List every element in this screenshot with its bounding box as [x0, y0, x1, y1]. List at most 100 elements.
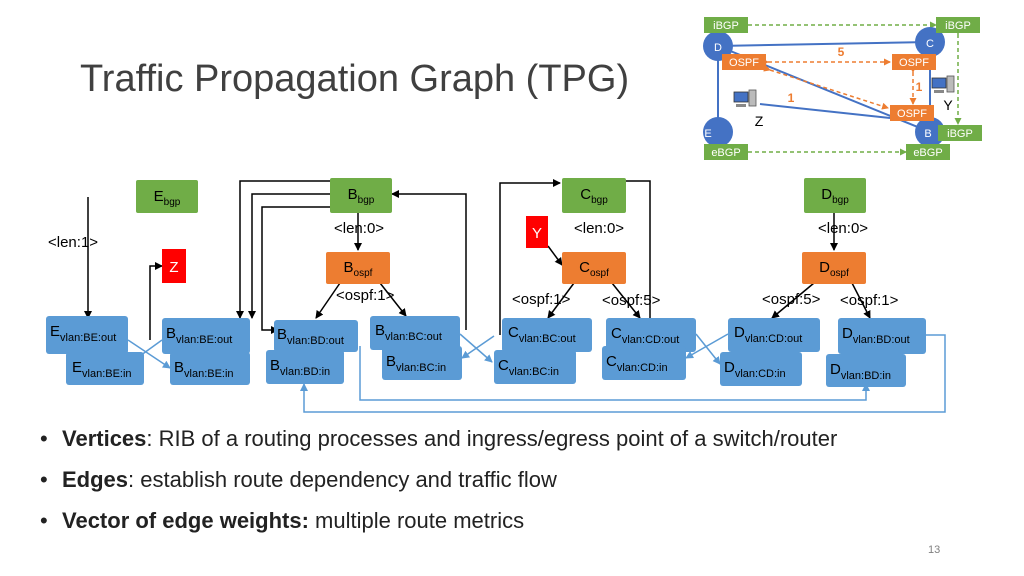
- bullet-dot: •: [40, 426, 48, 451]
- tag-ibgp-b-text: iBGP: [947, 128, 973, 140]
- node-b-bgp: [330, 178, 392, 213]
- node-b-vlan-bc-out-label: Bvlan:BC:out: [375, 322, 442, 343]
- edge-bbgp-to-b-bd-out: [248, 193, 330, 319]
- tag-ebgp-b: [906, 144, 950, 160]
- computer-icon: [931, 75, 955, 93]
- link-d-c: [717, 41, 931, 47]
- node-d-vlan-bd-out-label: Dvlan:BD:out: [842, 325, 910, 346]
- tpg-nodes: Ebgp Bbgp Cbgp Dbgp Bospf Cospf Dospf Z …: [46, 178, 926, 387]
- node-c-bgp-label: Cbgp: [580, 186, 608, 206]
- node-c-ospf: [562, 252, 626, 284]
- node-y-label: Y: [532, 225, 542, 242]
- flow-d-cd-out-to-c-in: [685, 333, 729, 359]
- label-c-ospf5: <ospf:5>: [602, 292, 661, 309]
- node-z: [162, 249, 186, 283]
- router-e-label: E: [704, 128, 711, 140]
- edge-binbe-to-z: [149, 262, 163, 340]
- edge-bbgp-to-b-be-out: [236, 180, 330, 319]
- label-c-ospf1: <ospf:1>: [512, 291, 571, 308]
- node-d-vlan-bd-out: [838, 318, 926, 354]
- node-c-bgp: [562, 178, 626, 213]
- label-e-len1: <len:1>: [48, 234, 98, 251]
- node-d-vlan-bd-in-label: Dvlan:BD:in: [830, 361, 891, 382]
- router-b: [915, 117, 945, 147]
- tag-ebgp-e: [704, 144, 748, 160]
- flow-c-bc-out-to-b-in: [461, 335, 495, 359]
- router-e: [703, 117, 733, 147]
- bullet-vertices: • Vertices: RIB of a routing processes an…: [40, 424, 837, 465]
- node-b-vlan-bd-out: [274, 320, 358, 352]
- node-e-bgp-label: Ebgp: [154, 188, 181, 208]
- host-y-label: Y: [943, 97, 953, 113]
- node-y: [526, 216, 548, 248]
- node-b-bgp-label: Bbgp: [348, 186, 375, 206]
- flow-b-bd-out-to-d-bd-in: [359, 346, 870, 401]
- node-b-vlan-bd-in-label: Bvlan:BD:in: [270, 357, 330, 378]
- tag-ebgp-b-text: eBGP: [913, 147, 942, 159]
- label-b-ospf1: <ospf:1>: [336, 287, 395, 304]
- node-b-vlan-bc-in-label: Bvlan:BC:in: [386, 353, 446, 374]
- node-b-vlan-bd-out-label: Bvlan:BD:out: [277, 326, 344, 347]
- edge-y-to-cospf: [547, 245, 563, 266]
- edge-cospf-to-c-bc-out: [547, 282, 575, 319]
- bullet-weights: •Vector of edge weights: multiple route …: [40, 506, 837, 547]
- node-c-vlan-bc-out-label: Cvlan:BC:out: [508, 324, 576, 345]
- bullet-dot: •: [40, 508, 48, 533]
- tag-ospf-b: [890, 105, 934, 121]
- edge-c-bc-out-to-cbgp: [499, 179, 561, 335]
- bullet-dot: •: [40, 467, 48, 492]
- node-d-vlan-cd-out-label: Dvlan:CD:out: [734, 324, 802, 345]
- node-b-vlan-be-out-label: Bvlan:BE:out: [166, 325, 232, 346]
- node-e-vlan-be-out: [46, 316, 128, 354]
- label-c-len0: <len:0>: [574, 220, 624, 237]
- tpg-blue-edges: [125, 333, 946, 413]
- node-c-vlan-cd-in-label: Cvlan:CD:in: [606, 353, 668, 374]
- node-e-vlan-be-in-label: Evlan:BE:in: [72, 359, 132, 380]
- node-c-vlan-cd-out-label: Cvlan:CD:out: [611, 325, 679, 346]
- node-b-vlan-be-out: [162, 318, 250, 354]
- bullet-list: • Vertices: RIB of a routing processes an…: [40, 424, 837, 547]
- label-d-len0: <len:0>: [818, 220, 868, 237]
- tag-ibgp-d-text: iBGP: [713, 20, 739, 32]
- node-d-ospf: [802, 252, 866, 284]
- tag-ibgp-c: [936, 17, 980, 33]
- tag-ospf-d: [722, 54, 766, 70]
- router-c: [915, 27, 945, 57]
- tag-ospf-c-text: OSPF: [899, 57, 929, 69]
- node-b-vlan-bd-in: [266, 350, 344, 384]
- node-e-vlan-be-in: [66, 352, 144, 385]
- node-b-vlan-bc-out: [370, 316, 460, 350]
- router-d: [703, 31, 733, 61]
- node-d-vlan-cd-out: [728, 318, 820, 352]
- router-b-label: B: [924, 128, 931, 140]
- node-d-vlan-cd-in: [720, 352, 802, 386]
- slide-number: 13: [928, 544, 941, 556]
- node-c-vlan-bc-in: [494, 350, 576, 384]
- node-e-bgp: [136, 180, 198, 213]
- router-d-label: D: [714, 42, 722, 54]
- flow-e-out-to-b-in: [127, 339, 171, 369]
- edge-bbgp-to-b-bd-out-2: [261, 206, 330, 334]
- bullet-text: multiple route metrics: [308, 508, 525, 533]
- tag-ibgp-b: [938, 125, 982, 141]
- edge-b-bc-out-to-bbgp: [391, 190, 467, 330]
- node-d-bgp-label: Dbgp: [821, 186, 849, 206]
- edge-bospf-to-b-bc-out: [379, 282, 407, 317]
- node-b-vlan-be-in: [170, 352, 250, 385]
- node-b-ospf-label: Bospf: [344, 259, 373, 279]
- bullet-text: : RIB of a routing processes and ingress…: [146, 426, 838, 451]
- weight-d-b: 1: [788, 91, 795, 105]
- weight-c-b: 1: [916, 80, 923, 94]
- link-z: [759, 103, 891, 119]
- topology-inset: D C E B iBGP iBGP OSPF OSPF OSPF iBGP eB…: [703, 17, 982, 160]
- tag-ospf-c: [892, 54, 936, 70]
- node-b-vlan-be-in-label: Bvlan:BE:in: [174, 359, 234, 380]
- edge-bospf-to-b-bd-out: [315, 282, 341, 319]
- node-b-vlan-bc-in: [382, 346, 462, 380]
- node-c-ospf-label: Cospf: [579, 259, 609, 279]
- tag-ibgp-d: [704, 17, 748, 33]
- tag-ibgp-c-text: iBGP: [945, 20, 971, 32]
- bullet-term: Vertices: [62, 426, 147, 451]
- router-c-label: C: [926, 38, 934, 50]
